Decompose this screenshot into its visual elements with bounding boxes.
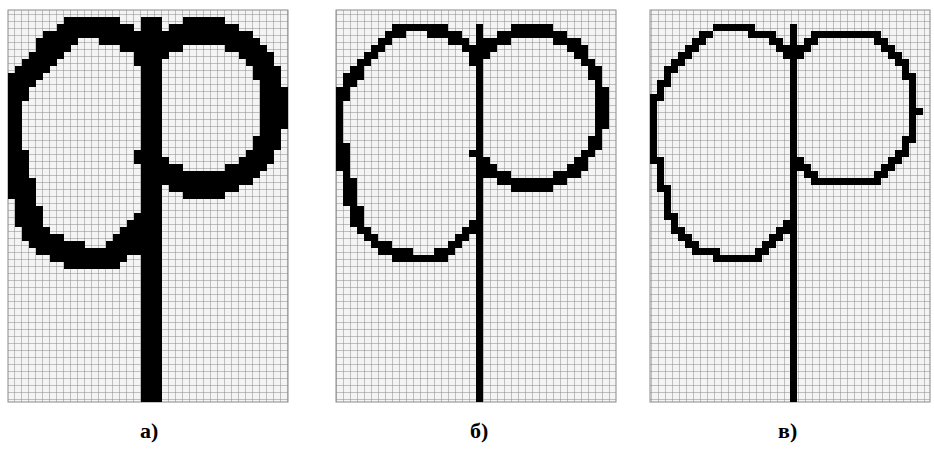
grid-background	[650, 10, 930, 402]
grid-background	[336, 10, 616, 402]
black-pixels	[8, 17, 288, 402]
pixel-grid	[650, 10, 930, 402]
grid-background	[8, 10, 288, 402]
panel-label: в)	[778, 418, 797, 444]
panel-label: б)	[470, 418, 488, 444]
black-pixels	[336, 24, 609, 402]
panel-label: а)	[140, 418, 158, 444]
pixel-grid	[8, 10, 288, 402]
black-pixels	[650, 24, 923, 402]
pixel-grid	[336, 10, 616, 402]
